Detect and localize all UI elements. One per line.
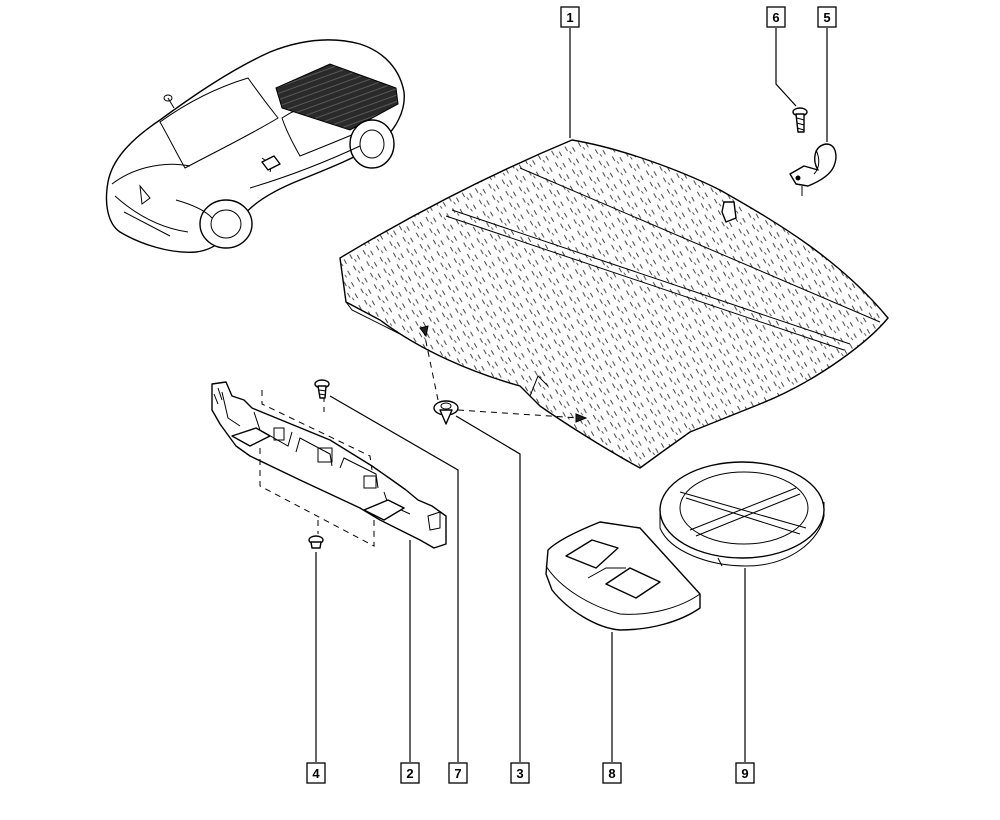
parcel-shelf-part-1 bbox=[339, 139, 889, 469]
callout-8: 8 bbox=[602, 762, 622, 784]
callout-4-label: 4 bbox=[312, 766, 320, 781]
callout-2: 2 bbox=[400, 762, 420, 784]
callout-1: 1 bbox=[560, 6, 580, 28]
screw-part-6 bbox=[792, 107, 808, 133]
callout-9: 9 bbox=[735, 762, 755, 784]
strap-clip-part-5 bbox=[789, 143, 837, 196]
callout-6-label: 6 bbox=[772, 10, 779, 25]
callout-4: 4 bbox=[306, 762, 326, 784]
callout-7: 7 bbox=[448, 762, 468, 784]
callout-7-label: 7 bbox=[454, 766, 461, 781]
nut-part-4 bbox=[308, 535, 324, 549]
callout-3: 3 bbox=[510, 762, 530, 784]
screw-part-7 bbox=[314, 379, 330, 399]
clip-part-3 bbox=[419, 325, 588, 425]
trim-bracket-part-2 bbox=[211, 381, 447, 549]
callout-8-label: 8 bbox=[608, 766, 615, 781]
callout-3-label: 3 bbox=[516, 766, 523, 781]
callout-9-label: 9 bbox=[741, 766, 748, 781]
wheel-cover-part-9 bbox=[659, 461, 825, 567]
callout-1-label: 1 bbox=[566, 10, 573, 25]
callout-5: 5 bbox=[817, 6, 837, 28]
storage-tray-part-8 bbox=[545, 521, 701, 631]
callout-6: 6 bbox=[766, 6, 786, 28]
leader-lines bbox=[315, 28, 828, 762]
callout-2-label: 2 bbox=[406, 766, 413, 781]
callout-5-label: 5 bbox=[823, 10, 830, 25]
car-illustration bbox=[105, 39, 405, 253]
